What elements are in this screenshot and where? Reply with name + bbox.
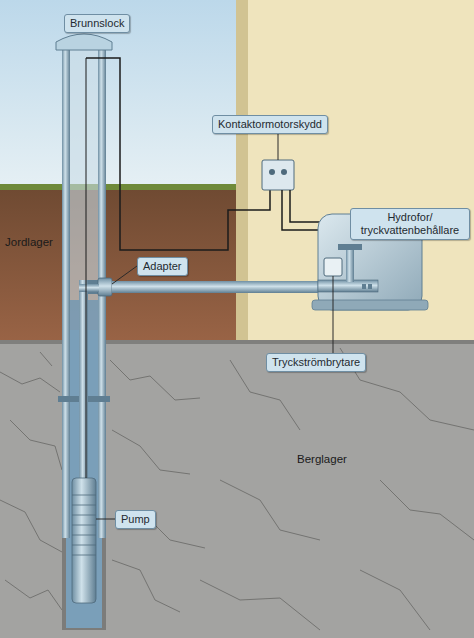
pump xyxy=(72,478,96,603)
motor-protection-box xyxy=(262,160,294,190)
pump-cable xyxy=(86,58,87,478)
adapter-inner xyxy=(79,284,99,292)
tank-valve-pipe xyxy=(346,248,354,282)
well-cap xyxy=(56,34,112,50)
supply-pipe xyxy=(112,281,327,293)
layer-label: Jordlager xyxy=(5,236,53,249)
adapter xyxy=(98,278,112,296)
grass xyxy=(0,184,236,190)
soil-layer xyxy=(0,188,236,345)
manifold-fittings xyxy=(362,284,372,289)
wall-edge xyxy=(236,0,248,345)
casing-inside xyxy=(70,48,98,300)
switch-knob xyxy=(281,169,287,175)
part-label: Brunnslock xyxy=(64,14,130,33)
part-label: Hydrofor/ tryckvattenbehållare xyxy=(350,208,470,240)
power-cable xyxy=(86,57,104,59)
part-label: Tryckströmbrytare xyxy=(266,353,366,372)
pump-ridges xyxy=(72,495,96,555)
power-cable xyxy=(104,58,270,250)
layer-label: Berglager xyxy=(297,453,347,466)
riser-pipe xyxy=(79,280,88,480)
tank-base xyxy=(312,300,428,310)
house-interior xyxy=(248,0,474,345)
part-label: Kontaktormotorskydd xyxy=(212,115,328,134)
switch-knob xyxy=(269,169,275,175)
pressure-switch xyxy=(324,258,342,276)
part-label: Adapter xyxy=(137,257,188,276)
part-label: Pump xyxy=(115,510,156,529)
leader-lines xyxy=(96,132,400,519)
valve-handle xyxy=(338,244,362,250)
house-wall xyxy=(236,0,474,345)
well-casing xyxy=(62,48,70,538)
